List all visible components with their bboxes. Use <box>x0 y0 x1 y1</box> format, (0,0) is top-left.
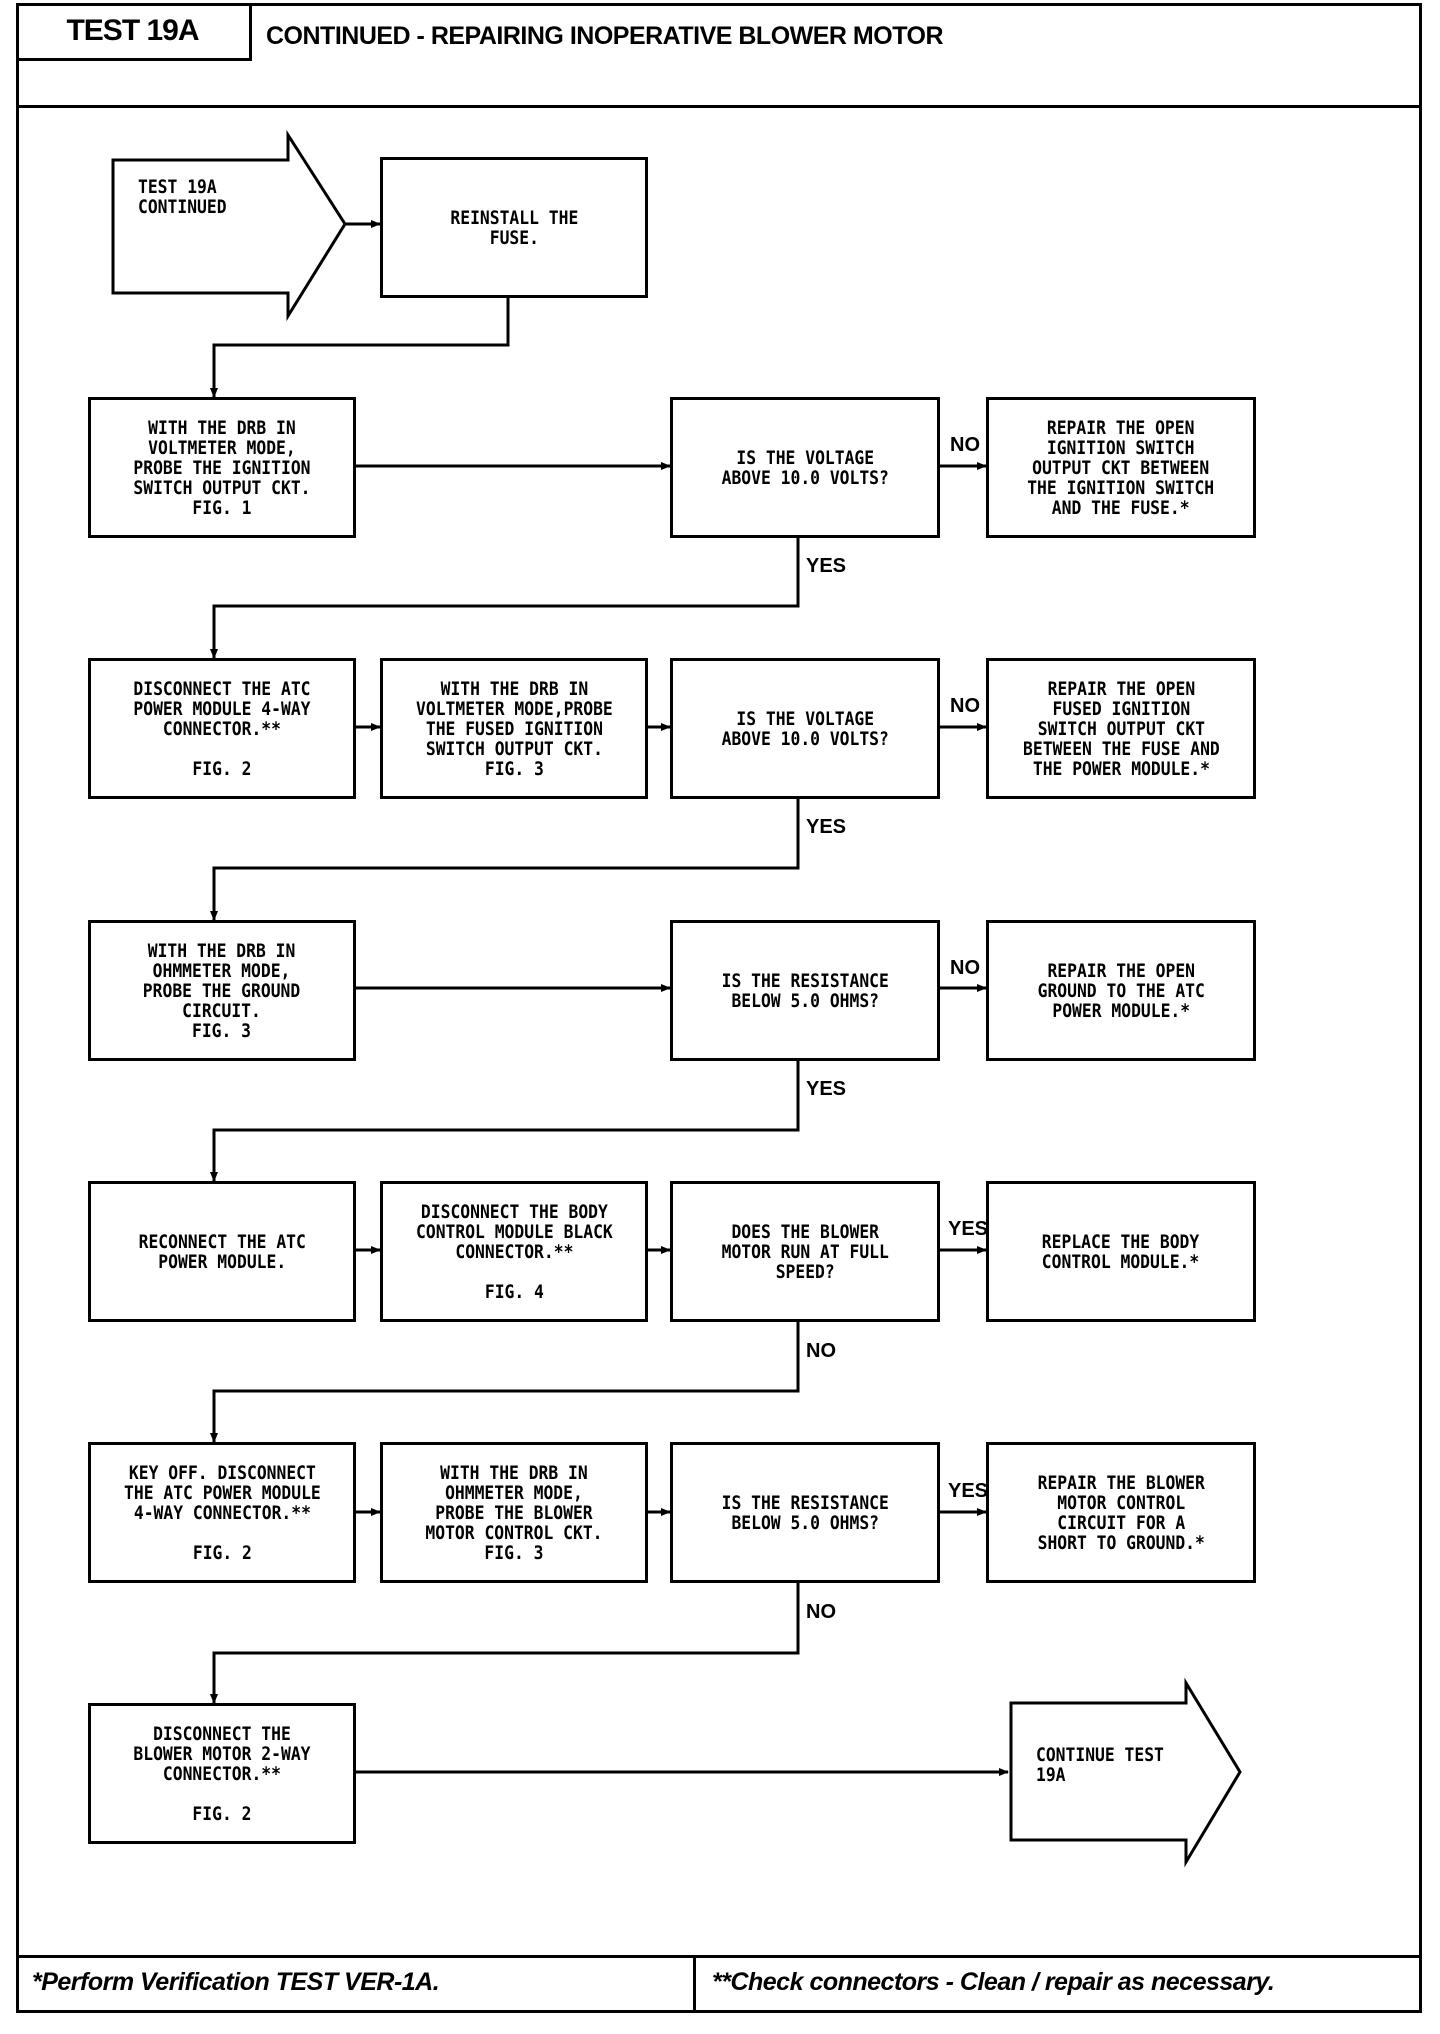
step-reconnect-atc: RECONNECT THE ATC POWER MODULE. <box>88 1181 356 1322</box>
step-probe-fused: WITH THE DRB IN VOLTMETER MODE,PROBE THE… <box>380 658 648 799</box>
start-label: TEST 19A CONTINUED <box>138 176 227 218</box>
step-text: DISCONNECT THE ATC POWER MODULE 4-WAY CO… <box>133 677 311 780</box>
step-text: DISCONNECT THE BLOWER MOTOR 2-WAY CONNEC… <box>133 1722 311 1825</box>
decision-voltage-1: IS THE VOLTAGE ABOVE 10.0 VOLTS? <box>670 397 940 538</box>
page-title: CONTINUED - REPAIRING INOPERATIVE BLOWER… <box>266 22 944 50</box>
step-text: WITH THE DRB IN VOLTMETER MODE, PROBE TH… <box>133 416 311 519</box>
step-reinstall-fuse: REINSTALL THE FUSE. <box>380 157 648 298</box>
yes-label: YES <box>948 1480 989 1502</box>
step-disconnect-blower: DISCONNECT THE BLOWER MOTOR 2-WAY CONNEC… <box>88 1703 356 1844</box>
repair-ignition-switch: REPAIR THE OPEN IGNITION SWITCH OUTPUT C… <box>986 397 1256 538</box>
step-probe-blower-control: WITH THE DRB IN OHMMETER MODE, PROBE THE… <box>380 1442 648 1583</box>
step-disconnect-bcm: DISCONNECT THE BODY CONTROL MODULE BLACK… <box>380 1181 648 1322</box>
repair-text: REPAIR THE BLOWER MOTOR CONTROL CIRCUIT … <box>1037 1471 1205 1554</box>
footer-separator <box>693 1955 696 2013</box>
header-divider <box>16 105 1422 108</box>
yes-label: YES <box>806 816 847 838</box>
footer-divider <box>16 1955 1422 1958</box>
decision-text: IS THE VOLTAGE ABOVE 10.0 VOLTS? <box>721 446 889 489</box>
step-text: WITH THE DRB IN OHMMETER MODE, PROBE THE… <box>425 1461 603 1564</box>
test-label: TEST 19A <box>16 3 252 61</box>
yes-label: YES <box>948 1218 989 1240</box>
no-label: NO <box>950 695 980 717</box>
repair-text: REPAIR THE OPEN FUSED IGNITION SWITCH OU… <box>1022 677 1220 780</box>
repair-short-to-ground: REPAIR THE BLOWER MOTOR CONTROL CIRCUIT … <box>986 1442 1256 1583</box>
repair-open-ground: REPAIR THE OPEN GROUND TO THE ATC POWER … <box>986 920 1256 1061</box>
footnote-verification: *Perform Verification TEST VER-1A. <box>32 1968 440 1996</box>
no-label: NO <box>950 434 980 456</box>
step-probe-ground: WITH THE DRB IN OHMMETER MODE, PROBE THE… <box>88 920 356 1061</box>
step-text: WITH THE DRB IN OHMMETER MODE, PROBE THE… <box>143 939 301 1042</box>
decision-blower-speed: DOES THE BLOWER MOTOR RUN AT FULL SPEED? <box>670 1181 940 1322</box>
repair-text: REPAIR THE OPEN IGNITION SWITCH OUTPUT C… <box>1027 416 1215 519</box>
no-label: NO <box>806 1601 836 1623</box>
continue-arrow-shape <box>1009 1677 1242 1868</box>
no-label: NO <box>806 1340 836 1362</box>
repair-fused-ignition: REPAIR THE OPEN FUSED IGNITION SWITCH OU… <box>986 658 1256 799</box>
decision-text: IS THE RESISTANCE BELOW 5.0 OHMS? <box>721 969 889 1012</box>
decision-resistance-2: IS THE RESISTANCE BELOW 5.0 OHMS? <box>670 1442 940 1583</box>
continue-label: CONTINUE TEST 19A <box>1036 1744 1164 1786</box>
start-arrow-shape <box>111 129 347 322</box>
decision-voltage-2: IS THE VOLTAGE ABOVE 10.0 VOLTS? <box>670 658 940 799</box>
step-text: KEY OFF. DISCONNECT THE ATC POWER MODULE… <box>123 1461 321 1564</box>
no-label: NO <box>950 957 980 979</box>
step-text: RECONNECT THE ATC POWER MODULE. <box>138 1230 306 1273</box>
footnote-connectors: **Check connectors - Clean / repair as n… <box>712 1968 1275 1996</box>
decision-text: IS THE RESISTANCE BELOW 5.0 OHMS? <box>721 1491 889 1534</box>
repair-replace-bcm: REPLACE THE BODY CONTROL MODULE.* <box>986 1181 1256 1322</box>
yes-label: YES <box>806 1078 847 1100</box>
step-key-off-disconnect: KEY OFF. DISCONNECT THE ATC POWER MODULE… <box>88 1442 356 1583</box>
decision-resistance-1: IS THE RESISTANCE BELOW 5.0 OHMS? <box>670 920 940 1061</box>
decision-text: IS THE VOLTAGE ABOVE 10.0 VOLTS? <box>721 707 889 750</box>
step-disconnect-atc: DISCONNECT THE ATC POWER MODULE 4-WAY CO… <box>88 658 356 799</box>
step-text: REINSTALL THE FUSE. <box>450 206 578 249</box>
step-probe-ignition: WITH THE DRB IN VOLTMETER MODE, PROBE TH… <box>88 397 356 538</box>
page-border <box>16 3 1422 2013</box>
yes-label: YES <box>806 555 847 577</box>
repair-text: REPLACE THE BODY CONTROL MODULE.* <box>1042 1230 1200 1273</box>
step-text: WITH THE DRB IN VOLTMETER MODE,PROBE THE… <box>415 677 613 780</box>
repair-text: REPAIR THE OPEN GROUND TO THE ATC POWER … <box>1037 959 1205 1022</box>
step-text: DISCONNECT THE BODY CONTROL MODULE BLACK… <box>415 1200 613 1303</box>
decision-text: DOES THE BLOWER MOTOR RUN AT FULL SPEED? <box>721 1220 889 1283</box>
